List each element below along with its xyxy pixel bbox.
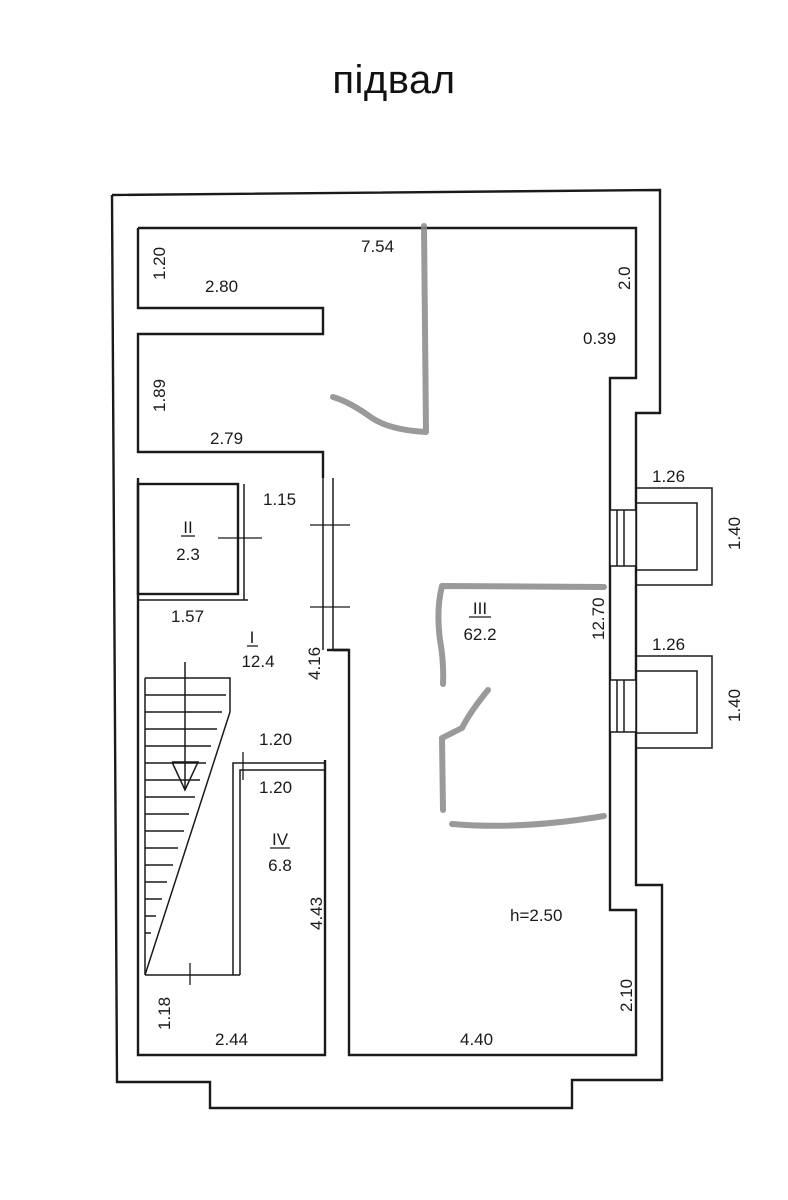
room-number: IV xyxy=(272,830,289,849)
dim-room2-width: 1.57 xyxy=(171,607,204,626)
room-area: 2.3 xyxy=(176,545,200,564)
room-iv-wall xyxy=(239,769,325,975)
dim-window1-depth: 1.40 xyxy=(725,517,744,550)
dim-corridor-width: 1.15 xyxy=(263,490,296,509)
room-area: 6.8 xyxy=(268,856,292,875)
dim-nw-niche-height: 1.20 xyxy=(150,247,169,280)
dim-w-niche-height: 1.89 xyxy=(150,379,169,412)
dim-right-jog: 0.39 xyxy=(583,329,616,348)
staircase xyxy=(144,662,231,976)
plan-title: підвал xyxy=(332,58,456,102)
dim-bottom-left-width: 2.44 xyxy=(215,1030,248,1049)
room-area: 12.4 xyxy=(241,652,274,671)
dim-right-bottom: 2.10 xyxy=(617,979,636,1012)
dim-corridor-length: 4.16 xyxy=(305,647,324,680)
niche-upper-wall xyxy=(136,228,325,478)
marker-stroke xyxy=(439,687,491,813)
room-number: II xyxy=(183,518,192,537)
height-note: h=2.50 xyxy=(510,906,562,925)
room-label-iv: IV 6.8 xyxy=(268,830,292,875)
room-iv-wall xyxy=(232,762,325,975)
room-ii-outline xyxy=(136,482,240,596)
dim-main-length: 12.70 xyxy=(589,597,608,640)
marker-stroke xyxy=(435,583,607,687)
dim-partition-lower: 1.20 xyxy=(259,778,292,797)
dim-nw-niche-width: 2.80 xyxy=(205,277,238,296)
inner-wall xyxy=(138,226,638,1057)
window-well-upper xyxy=(609,487,713,586)
dim-window1-width: 1.26 xyxy=(652,467,685,486)
dim-stair-bottom: 1.18 xyxy=(155,997,174,1030)
dim-bottom-right-width: 4.40 xyxy=(460,1030,493,1049)
marker-stroke xyxy=(330,223,429,435)
room-number: III xyxy=(473,599,487,618)
outer-wall xyxy=(110,188,664,1110)
marker-stroke xyxy=(449,813,607,829)
window-well-lower xyxy=(609,655,713,749)
dim-room4-length: 4.43 xyxy=(307,897,326,930)
room-label-i: I 12.4 xyxy=(241,628,274,671)
dim-right-top: 2.0 xyxy=(615,266,634,290)
room-area: 62.2 xyxy=(463,625,496,644)
dim-window2-width: 1.26 xyxy=(652,635,685,654)
room-label-iii: III 62.2 xyxy=(463,599,496,644)
dim-window2-depth: 1.40 xyxy=(725,689,744,722)
dim-partition-upper: 1.20 xyxy=(259,730,292,749)
left-wall-lower xyxy=(136,478,327,1057)
dim-top-width: 7.54 xyxy=(361,237,394,256)
room-number: I xyxy=(250,628,255,647)
room-label-ii: II 2.3 xyxy=(176,518,200,564)
dim-w-niche-width: 2.79 xyxy=(210,429,243,448)
